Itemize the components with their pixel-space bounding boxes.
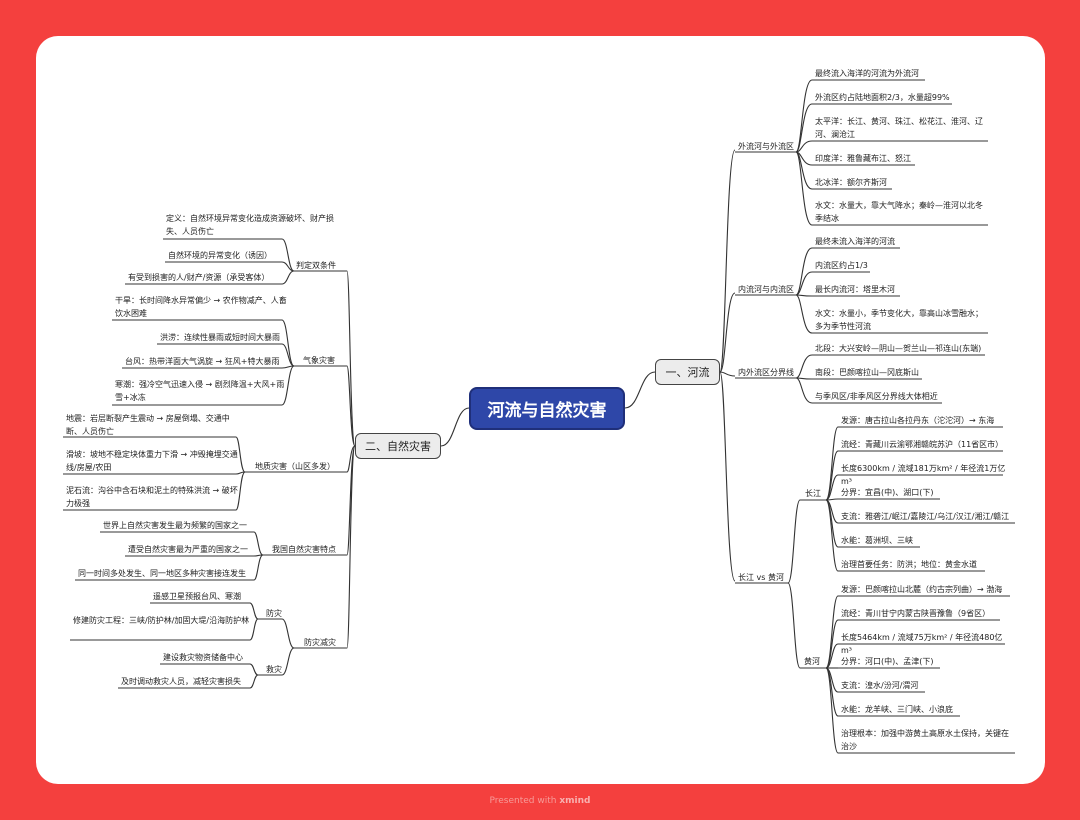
topic-features[interactable]: 我国自然灾害特点 [272, 545, 336, 554]
leaf-outflow-2[interactable]: 外流区约占陆地面积2/3，水量超99% [815, 93, 950, 102]
leaf-outflow-3[interactable]: 太平洋：长江、黄河、珠江、松花江、淮河、辽河、澜沧江 [815, 117, 983, 139]
leaf-prevent-1[interactable]: 遥感卫星预报台风、寒潮 [153, 592, 241, 601]
leaf-hh-4[interactable]: 分界：河口(中)、孟津(下) [841, 657, 934, 666]
leaf-inflow-1[interactable]: 最终未流入海洋的河流 [815, 237, 895, 246]
leaf-hh-2[interactable]: 流经：青川甘宁内蒙古陕晋豫鲁（9省区） [841, 609, 991, 618]
footer-credit: Presented with xmind [0, 796, 1080, 806]
leaf-cj-1[interactable]: 发源：唐古拉山各拉丹东（沱沱河）→ 东海 [841, 416, 995, 425]
xmind-logo-text: xmind [559, 796, 591, 806]
topic-prevent[interactable]: 防灾 [266, 609, 282, 618]
leaf-boundary-2[interactable]: 南段：巴颜喀拉山—冈底斯山 [815, 368, 919, 377]
leaf-criteria-3[interactable]: 有受到损害的人/财产/资源（承受客体） [128, 273, 270, 282]
leaf-outflow-5[interactable]: 北冰洋：额尔齐斯河 [815, 178, 887, 187]
branch-rivers[interactable]: 一、河流 [655, 359, 720, 385]
leaf-hh-5[interactable]: 支流：湟水/汾河/渭河 [841, 681, 919, 690]
leaf-cj-7[interactable]: 治理首要任务：防洪；地位：黄金水道 [841, 560, 977, 569]
leaf-boundary-3[interactable]: 与季风区/非季风区分界线大体相近 [815, 392, 938, 401]
topic-huanghe[interactable]: 黄河 [804, 657, 820, 666]
leaf-cj-2[interactable]: 流经：青藏川云渝鄂湘赣皖苏沪（11省区市） [841, 440, 1004, 449]
leaf-cj-5[interactable]: 支流：雅砻江/岷江/嘉陵江/乌江/汉江/湘江/赣江 [841, 512, 1010, 521]
leaf-relief-2[interactable]: 及时调动救灾人员，减轻灾害损失 [121, 677, 241, 686]
leaf-criteria-1[interactable]: 定义：自然环境异常变化造成资源破坏、财产损失、人员伤亡 [166, 214, 334, 236]
topic-outflow[interactable]: 外流河与外流区 [738, 142, 794, 151]
leaf-meteo-2[interactable]: 洪涝：连续性暴雨或短时间大暴雨 [160, 333, 280, 342]
leaf-outflow-6[interactable]: 水文：水量大，靠大气降水；秦岭—淮河以北冬季结冰 [815, 201, 983, 223]
topic-relief[interactable]: 救灾 [266, 665, 282, 674]
leaf-prevent-2[interactable]: 修建防灾工程：三峡/防护林/加固大堤/沿海防护林 [73, 616, 250, 625]
footer-prefix: Presented with [489, 796, 557, 806]
leaf-meteo-3[interactable]: 台风：热带洋面大气涡旋 → 狂风+特大暴雨 [125, 357, 280, 366]
topic-inflow[interactable]: 内流河与内流区 [738, 285, 794, 294]
leaf-features-1[interactable]: 世界上自然灾害发生最为频繁的国家之一 [103, 521, 247, 530]
leaf-cj-4[interactable]: 分界：宜昌(中)、湖口(下) [841, 488, 934, 497]
leaf-hh-7[interactable]: 治理根本：加强中游黄土高原水土保持，关键在治沙 [841, 729, 1009, 751]
leaf-outflow-1[interactable]: 最终流入海洋的河流为外流河 [815, 69, 919, 78]
leaf-hh-1[interactable]: 发源：巴颜喀拉山北麓（约古宗列曲）→ 渤海 [841, 585, 1003, 594]
leaf-meteo-1[interactable]: 干旱：长时间降水异常偏少 → 农作物减产、人畜饮水困难 [115, 296, 287, 318]
leaf-inflow-2[interactable]: 内流区约占1/3 [815, 261, 868, 270]
leaf-geo-3[interactable]: 泥石流：沟谷中含石块和泥土的特殊洪流 → 破坏力极强 [66, 486, 238, 508]
leaf-cj-3[interactable]: 长度6300km / 流域181万km² / 年径流1万亿m³ [841, 464, 1006, 486]
topic-meteo[interactable]: 气象灾害 [303, 356, 335, 365]
topic-changjiang[interactable]: 长江 [805, 489, 821, 498]
leaf-features-3[interactable]: 同一时间多处发生、同一地区多种灾害接连发生 [78, 569, 246, 578]
leaf-criteria-2[interactable]: 自然环境的异常变化（诱因） [168, 251, 272, 260]
topic-geo[interactable]: 地质灾害（山区多发） [255, 462, 335, 471]
leaf-meteo-4[interactable]: 寒潮：强冷空气迅速入侵 → 剧烈降温+大风+雨雪+冰冻 [115, 380, 285, 402]
leaf-inflow-3[interactable]: 最长内流河：塔里木河 [815, 285, 895, 294]
leaf-cj-6[interactable]: 水能：葛洲坝、三峡 [841, 536, 913, 545]
leaf-geo-1[interactable]: 地震：岩层断裂产生震动 → 房屋倒塌、交通中断、人员伤亡 [66, 414, 230, 436]
topic-compare[interactable]: 长江 vs 黄河 [738, 573, 784, 582]
leaf-relief-1[interactable]: 建设救灾物资储备中心 [163, 653, 243, 662]
leaf-inflow-4[interactable]: 水文：水量小，季节变化大，靠高山冰雪融水；多为季节性河流 [815, 309, 983, 331]
leaf-boundary-1[interactable]: 北段：大兴安岭—阴山—贺兰山—祁连山(东端) [815, 344, 982, 353]
leaf-geo-2[interactable]: 滑坡：坡地不稳定块体重力下滑 → 冲毁掩埋交通线/房屋/农田 [66, 450, 238, 472]
leaf-hh-3[interactable]: 长度5464km / 流域75万km² / 年径流480亿m³ [841, 633, 1003, 655]
topic-boundary[interactable]: 内外流区分界线 [738, 368, 794, 377]
root-topic[interactable]: 河流与自然灾害 [469, 387, 625, 430]
branch-disasters[interactable]: 二、自然灾害 [355, 433, 441, 459]
leaf-hh-6[interactable]: 水能：龙羊峡、三门峡、小浪底 [841, 705, 953, 714]
leaf-features-2[interactable]: 遭受自然灾害最为严重的国家之一 [128, 545, 248, 554]
topic-criteria[interactable]: 判定双条件 [296, 261, 336, 270]
topic-mitigation[interactable]: 防灾减灾 [304, 638, 336, 647]
leaf-outflow-4[interactable]: 印度洋：雅鲁藏布江、怒江 [815, 154, 911, 163]
